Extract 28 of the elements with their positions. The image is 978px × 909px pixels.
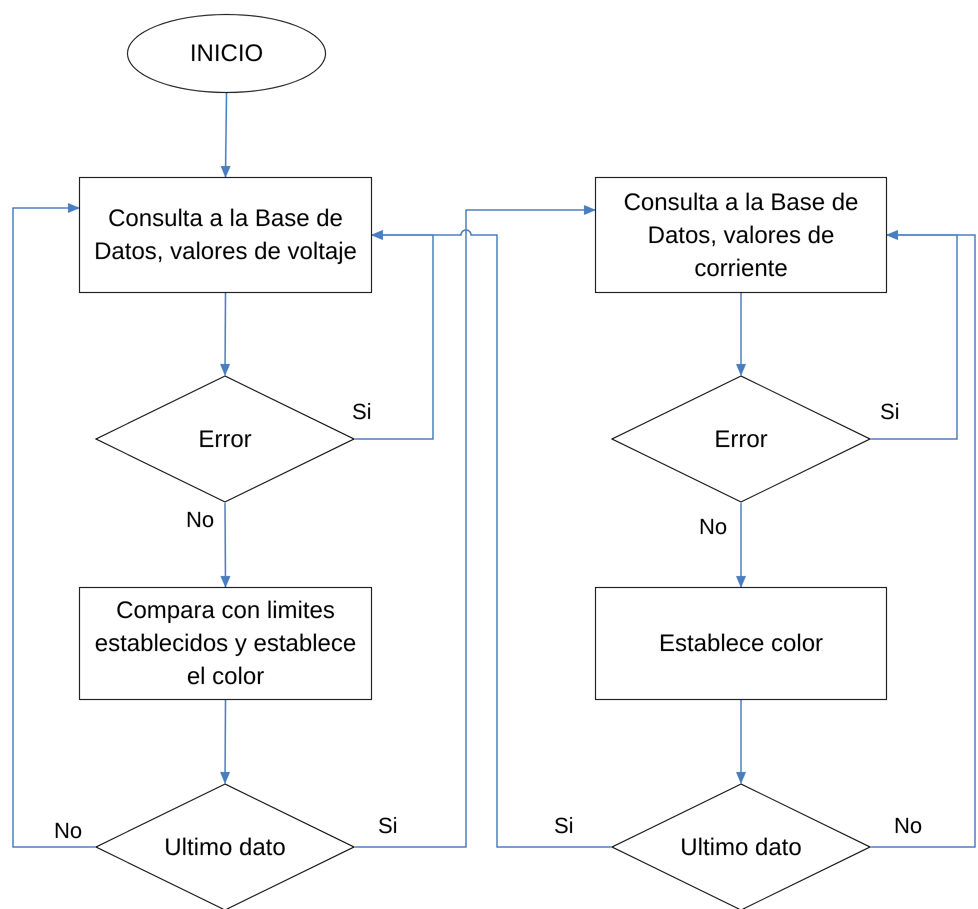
arrow: [220, 700, 230, 784]
decision-diamond: [95, 375, 355, 503]
node-text: Compara con limites establecidos y establece el color: [94, 596, 358, 692]
arrow: [871, 230, 976, 848]
node-text: Ultimo dato: [679, 832, 803, 862]
node-text: Consulta a la Base de Datos, valores de corriente: [622, 188, 860, 284]
node-text: Establece color: [658, 629, 824, 659]
arrow: [736, 293, 746, 376]
arrow: [371, 230, 611, 848]
node-text: Error: [197, 424, 253, 454]
decision-diamond: [95, 783, 355, 909]
arrow: [220, 92, 231, 178]
node-text: Ultimo dato: [163, 832, 287, 862]
arrow: [355, 205, 596, 848]
node-text: INICIO: [188, 39, 264, 69]
process-box: [79, 177, 372, 293]
decision-diamond: [611, 783, 871, 909]
process-box: [79, 587, 372, 700]
arrow: [736, 700, 746, 784]
arrow: [12, 203, 95, 848]
arrow: [220, 293, 230, 376]
arrow: [736, 503, 746, 588]
decision-diamond: [611, 375, 871, 503]
node-text: Error: [713, 424, 769, 454]
arrow: [220, 503, 230, 588]
process-box: [595, 177, 887, 293]
process-box: [595, 587, 887, 700]
node-text: Consulta a la Base de Datos, valores de voltaje: [93, 204, 358, 267]
